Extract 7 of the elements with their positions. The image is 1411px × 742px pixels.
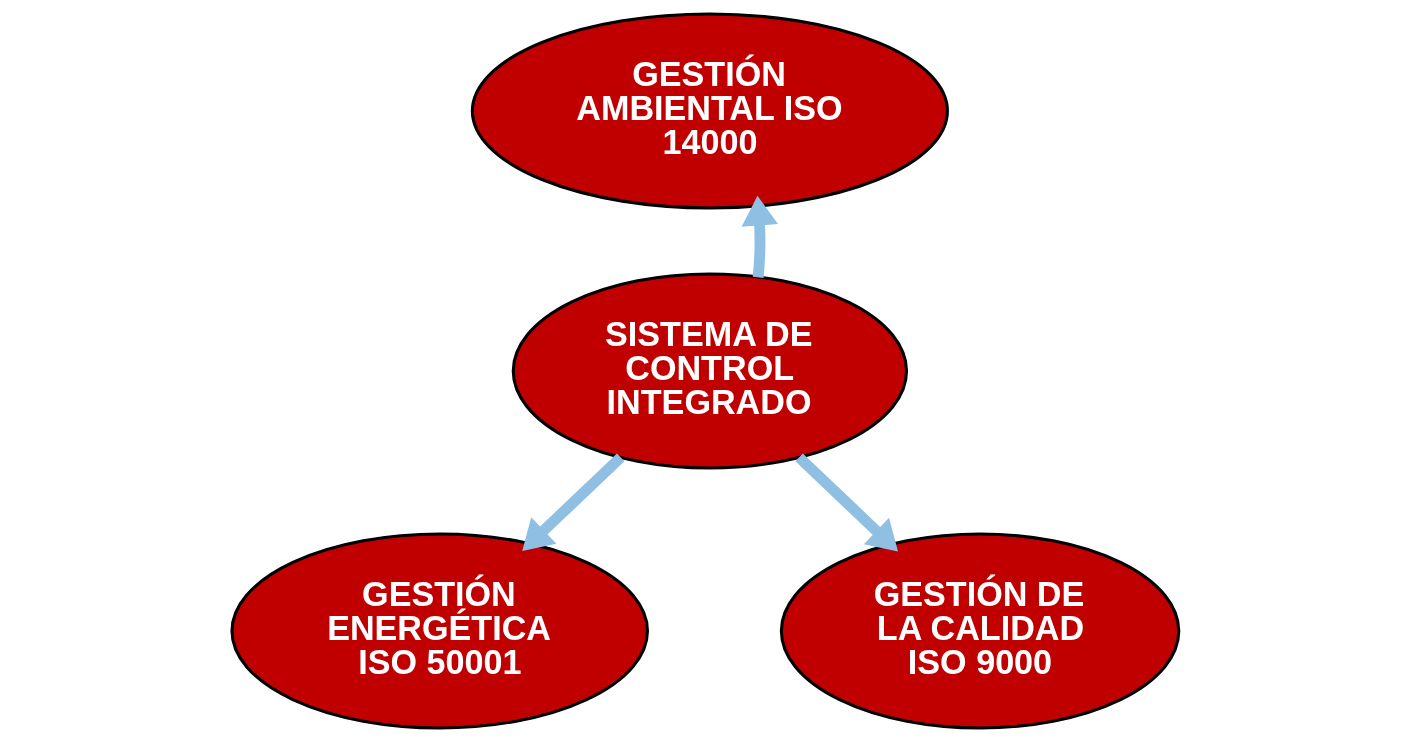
- arrow: [795, 453, 898, 552]
- node-ellipse: SISTEMA DE CONTROL INTEGRADO: [511, 272, 909, 470]
- arrow: [741, 195, 778, 278]
- node-ellipse: GESTIÓN ENERGÉTICA ISO 50001: [230, 532, 649, 730]
- arrow: [522, 453, 625, 551]
- node-ellipse: GESTIÓN DE LA CALIDAD ISO 9000: [779, 532, 1181, 730]
- node-ellipse: GESTIÓN AMBIENTAL ISO 14000: [470, 12, 949, 210]
